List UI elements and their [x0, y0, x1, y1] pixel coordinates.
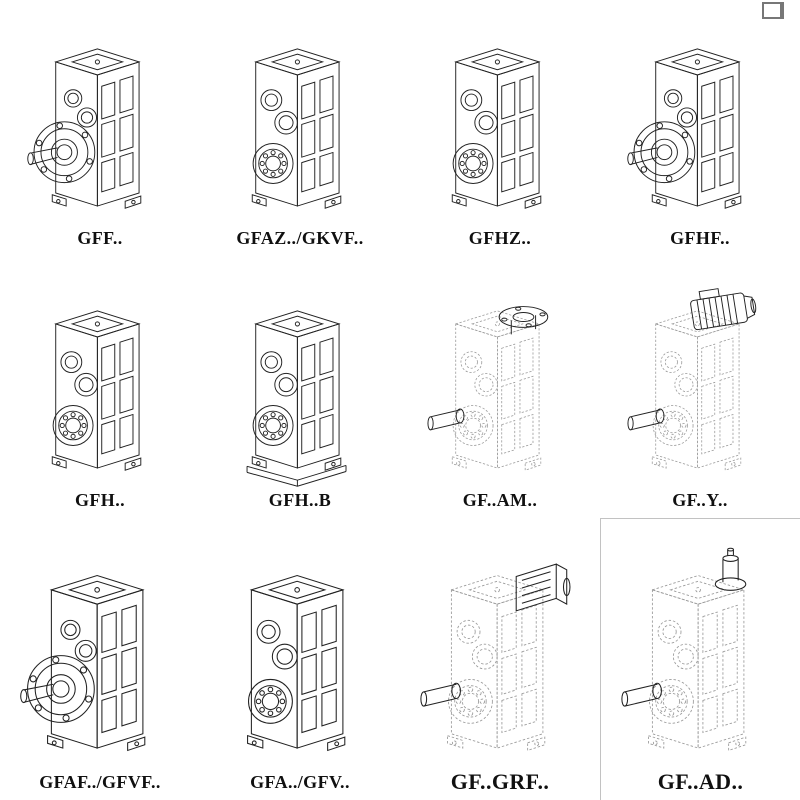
model-label: GFAF../GFVF.. [39, 772, 161, 792]
shaft-bores-icon [653, 352, 697, 446]
gearbox-cell: GF..AM.. [400, 256, 600, 518]
housing-icon [252, 311, 341, 470]
shaft-bores-icon [253, 352, 297, 446]
flange-output-icon [21, 620, 96, 722]
model-label: GF..Y.. [672, 490, 728, 510]
housing-icon [648, 576, 745, 751]
gearbox-drawing [412, 284, 588, 488]
gearbox-drawing [612, 22, 788, 226]
model-label: GFH..B [268, 490, 332, 510]
gearbox-cell: GF..AD.. [600, 518, 800, 800]
gearbox-cell: GF..Y.. [600, 256, 800, 518]
shaft-bores-icon [453, 90, 497, 184]
gearbox-drawing [612, 284, 788, 488]
housing-icon [248, 576, 345, 751]
flange-output-icon [628, 90, 697, 183]
housing-icon [52, 311, 141, 470]
gearbox-cell: GFH..B [200, 256, 400, 518]
gearbox-cell: GFF.. [0, 0, 200, 256]
model-label: GF..GRF.. [450, 769, 550, 794]
motor-icon [689, 284, 758, 330]
gearbox-drawing [412, 22, 588, 226]
corner-artifact [762, 2, 784, 19]
gearbox-cell: GFAF../GFVF.. [0, 518, 200, 800]
gearbox-drawing [12, 22, 188, 226]
housing-icon [252, 49, 341, 208]
gearbox-drawing [212, 22, 388, 226]
housing-icon [652, 311, 741, 470]
housing-icon [452, 311, 541, 470]
gearbox-drawing [7, 546, 193, 770]
model-label: GFHZ.. [468, 228, 532, 248]
gearbox-drawing [608, 546, 794, 770]
model-label: GFHF.. [670, 228, 730, 248]
gearbox-cell: GFHF.. [600, 0, 800, 256]
shaft-bores-icon [249, 620, 298, 723]
housing-icon [452, 49, 541, 208]
shaft-bores-icon [649, 620, 698, 723]
gearbox-cell: GFAZ../GKVF.. [200, 0, 400, 256]
model-label: GFF.. [77, 228, 123, 248]
model-label: GFAZ../GKVF.. [236, 228, 364, 248]
shaft-bores-icon [453, 352, 497, 446]
flange-output-icon [28, 90, 97, 183]
gearbox-cell: GFH.. [0, 256, 200, 518]
shaft-bores-icon [253, 90, 297, 184]
housing-icon [448, 576, 545, 751]
gearbox-drawing [407, 546, 593, 770]
gearbox-cell: GFHZ.. [400, 0, 600, 256]
model-label: GFH.. [75, 490, 125, 510]
top-flange-icon [499, 307, 548, 335]
gearbox-drawing [207, 546, 393, 770]
gearbox-drawing [12, 284, 188, 488]
shaft-bores-icon [449, 620, 498, 723]
input-shaft-icon [715, 548, 746, 590]
model-label: GFA../GFV.. [250, 772, 350, 792]
model-label: GF..AM.. [462, 490, 538, 510]
gearbox-drawing [212, 284, 388, 488]
gearbox-cell: GF..GRF.. [400, 518, 600, 800]
gearbox-cell: GFA../GFV.. [200, 518, 400, 800]
model-label: GF..AD.. [657, 769, 744, 794]
shaft-bores-icon [53, 352, 97, 446]
